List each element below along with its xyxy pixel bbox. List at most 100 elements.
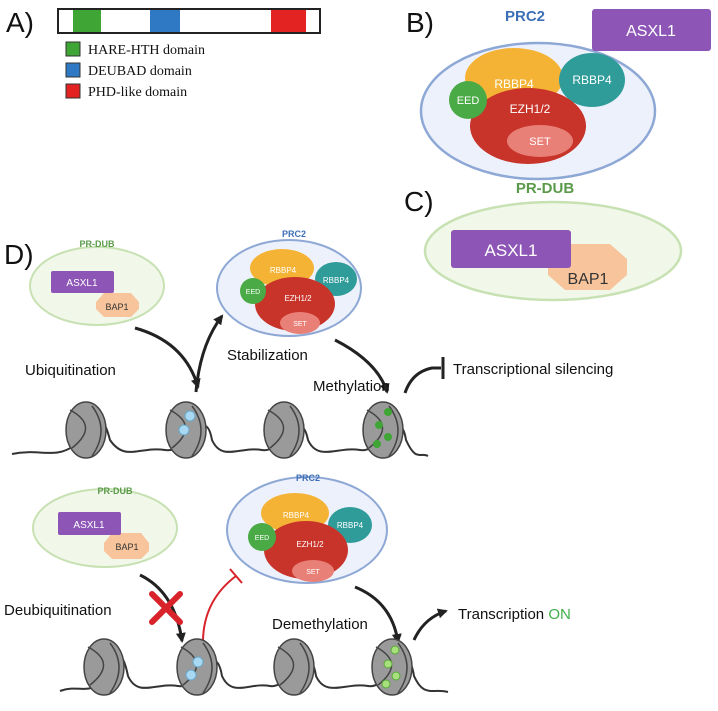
nucleosome-top-4 (362, 401, 404, 459)
ubiquitination-arrow (134, 326, 201, 389)
prc2-bottom-rbbp4-teal-label: RBBP4 (337, 521, 364, 530)
asxl1-shape (451, 230, 571, 268)
nucleosome-top-2 (165, 401, 207, 459)
rbbp4-teal (559, 53, 625, 107)
prdub-complex-top: PR-DUB ASXL1 BAP1 (29, 239, 165, 326)
legend-swatch-hare (65, 41, 81, 57)
inhibition-bar (229, 568, 243, 584)
protein-domain-bar (57, 8, 321, 34)
prdub-complex-large: PR-DUB ASXL1 BAP1 (423, 180, 683, 302)
prc2-bottom-eed (248, 523, 276, 551)
prc2-bottom-ezh-label: EZH1/2 (296, 540, 324, 549)
stabilization-label: Stabilization (227, 347, 308, 364)
demethylated-mark (391, 671, 401, 681)
deubiquitination-arrow (139, 573, 186, 643)
legend-label-phd: PHD-like domain (88, 85, 187, 100)
nucleosome-top-3 (263, 401, 305, 459)
bap1-top-shape (96, 293, 139, 317)
legend-label-deubad: DEUBAD domain (88, 64, 192, 79)
ubiquitin-mark (178, 424, 190, 436)
nucleosome-top-1 (65, 401, 107, 459)
prc2-title: PRC2 (505, 8, 545, 25)
prdub-title: PR-DUB (516, 180, 574, 197)
asxl1-bottom-shape (58, 512, 121, 535)
stabilization-arrow (194, 314, 224, 393)
prdub-top-title: PR-DUB (80, 239, 115, 249)
nucleosome-bottom-4 (371, 638, 413, 696)
asxl1-box-b: ASXL1 (592, 9, 711, 51)
rbbp4-orange-label: RBBP4 (494, 77, 534, 91)
set-domain (507, 125, 573, 157)
chromatin-top (11, 401, 429, 459)
legend-swatch-phd (65, 83, 81, 99)
ubiquitination-label: Ubiquitination (25, 362, 116, 379)
prc2-top-title: PRC2 (282, 229, 306, 239)
prc2-top-eed (240, 278, 266, 304)
prdub-complex-bottom: PR-DUB ASXL1 BAP1 (32, 486, 178, 568)
set-label: SET (529, 136, 551, 148)
demethylation-label: Demethylation (272, 616, 368, 633)
silencing-label: Transcriptional silencing (453, 361, 613, 378)
demethylated-mark (383, 659, 393, 669)
methylation-arrow (334, 338, 390, 394)
panel-a-letter: A) (6, 7, 34, 38)
transcription-arrow (412, 608, 448, 641)
demethylated-mark (381, 679, 391, 689)
prdub-bottom-title: PR-DUB (98, 486, 133, 496)
prc2-complex-bottom: PRC2 RBBP4 RBBP4 EZH1/2 EED SET (226, 473, 388, 584)
transcription-label: Transcription ON (458, 606, 571, 623)
demethylation-arrow (354, 585, 402, 644)
bap1-label-c: BAP1 (568, 271, 609, 288)
panel-b-letter: B) (406, 7, 434, 38)
bottom-arrows (139, 568, 448, 644)
asxl1-top-label: ASXL1 (66, 278, 98, 289)
legend-label-hare: HARE-HTH domain (88, 43, 205, 58)
eed-subunit (449, 81, 487, 119)
prc2-bottom-eed-label: EED (255, 535, 269, 542)
methylation-label: Methylation (313, 378, 390, 395)
asxl1-bottom-label: ASXL1 (73, 520, 105, 531)
nucleosome-bottom-3 (273, 638, 315, 696)
ubiquitin-mark (192, 656, 204, 668)
panel-c-letter: C) (404, 186, 434, 217)
ubiquitin-mark (184, 410, 196, 422)
prc2-top-set-label: SET (293, 321, 307, 328)
panel-d-letter: D) (4, 239, 34, 270)
bap1-bottom-shape (104, 533, 149, 559)
hare-hth-segment (73, 10, 101, 32)
prc2-top-rbbp4-teal-label: RBBP4 (323, 276, 350, 285)
transcription-on: ON (548, 606, 571, 623)
prc2-complex-top: PRC2 RBBP4 RBBP4 EZH1/2 EED SET (216, 229, 362, 337)
eed-label: EED (457, 95, 480, 107)
inhibition-arrow (202, 575, 237, 641)
prc2-bottom-set (292, 560, 334, 582)
asxl1-label-b: ASXL1 (626, 23, 676, 40)
deubad-segment (150, 10, 180, 32)
asxl1-top-shape (51, 271, 114, 293)
legend-swatch-deubad (65, 62, 81, 78)
bap1-bottom-label: BAP1 (115, 542, 138, 552)
bap1-top-label: BAP1 (105, 302, 128, 312)
block-x-icon (149, 591, 183, 625)
ubiquitin-mark (185, 669, 197, 681)
methyl-mark (384, 408, 392, 416)
deubiquitination-label: Deubiquitination (4, 602, 112, 619)
methyl-mark (375, 421, 383, 429)
nucleosome-bottom-1 (83, 638, 125, 696)
prc2-bottom-set-label: SET (306, 569, 320, 576)
nucleosome-bottom-2 (176, 638, 218, 696)
prc2-top-set (280, 312, 320, 334)
asxl1-label-c: ASXL1 (485, 241, 538, 260)
demethylated-mark (390, 645, 400, 655)
rbbp4-teal-label: RBBP4 (572, 73, 612, 87)
phd-like-segment (271, 10, 306, 32)
prc2-complex-large: PRC2 RBBP4 RBBP4 EZH1/2 EED SET (419, 8, 657, 181)
prc2-bottom-rbbp4-orange-label: RBBP4 (283, 511, 310, 520)
prc2-top-eed-label: EED (246, 289, 260, 296)
top-arrows (134, 314, 445, 394)
silencing-inhibition (403, 366, 441, 394)
prc2-top-ezh-label: EZH1/2 (284, 294, 312, 303)
domain-legend: HARE-HTH domain DEUBAD domain PHD-like d… (65, 41, 205, 100)
methyl-mark (373, 440, 381, 448)
